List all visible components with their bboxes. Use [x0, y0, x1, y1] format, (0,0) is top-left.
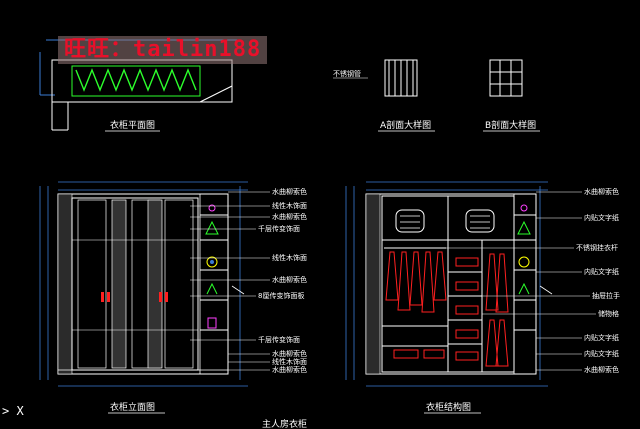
- elev-label-3: 水曲柳索色: [272, 212, 307, 221]
- elevation-labels: 水曲柳索色 线性木饰面 水曲柳索色 千层传变饰面 线性木饰面 水曲柳索色 8厘传…: [190, 187, 307, 374]
- command-line[interactable]: > X: [2, 404, 24, 418]
- elev-label-1: 水曲柳索色: [272, 187, 307, 196]
- structure-title: 衣柜结构图: [426, 401, 471, 413]
- struct-label-9: 水曲柳索色: [584, 365, 619, 374]
- struct-label-1: 水曲柳索色: [584, 187, 619, 196]
- struct-label-6: 储物格: [598, 309, 619, 318]
- elevation-view: 衣柜立面图: [39, 181, 248, 414]
- elev-label-4: 千层传变饰面: [258, 224, 300, 233]
- elev-label-2: 线性木饰面: [272, 201, 307, 210]
- elev-label-7: 8厘传变饰面板: [258, 291, 304, 300]
- elev-label-6: 水曲柳索色: [272, 275, 307, 284]
- struct-label-3: 不锈钢挂衣杆: [576, 243, 618, 252]
- watermark-banner: 旺旺：tailin188: [58, 36, 268, 64]
- elev-label-5: 线性木饰面: [272, 253, 307, 262]
- section-a-title: A剖面大样图: [380, 119, 431, 131]
- struct-label-5: 抽屉拉手: [592, 291, 620, 300]
- structure-view: 衣柜结构图: [345, 181, 553, 414]
- struct-label-2: 内贴文字纸: [584, 213, 619, 222]
- section-b-detail: B剖面大样图: [483, 59, 540, 132]
- bottom-title: 主人房衣柜: [262, 418, 307, 429]
- struct-label-7: 内贴文字纸: [584, 333, 619, 342]
- elevation-title: 衣柜立面图: [110, 401, 155, 413]
- struct-label-4: 内贴文字纸: [584, 267, 619, 276]
- structure-labels: 水曲柳索色 内贴文字纸 不锈钢挂衣杆 内贴文字纸 抽屉拉手 储物格 内贴文字纸 …: [446, 187, 620, 374]
- struct-label-8: 内贴文字纸: [584, 349, 619, 358]
- section-b-title: B剖面大样图: [485, 119, 536, 131]
- stainless-label: 不锈钢管: [333, 69, 361, 78]
- elev-label-11: 水曲柳索色: [272, 365, 307, 374]
- elev-label-10: 线性木饰面: [272, 357, 307, 366]
- section-a-detail: 不锈钢管 A剖面大样图: [333, 59, 435, 132]
- elev-label-8: 千层传变饰面: [258, 335, 300, 344]
- plan-title: 衣柜平面图: [110, 119, 155, 131]
- elev-label-9: 水曲柳索色: [272, 349, 307, 358]
